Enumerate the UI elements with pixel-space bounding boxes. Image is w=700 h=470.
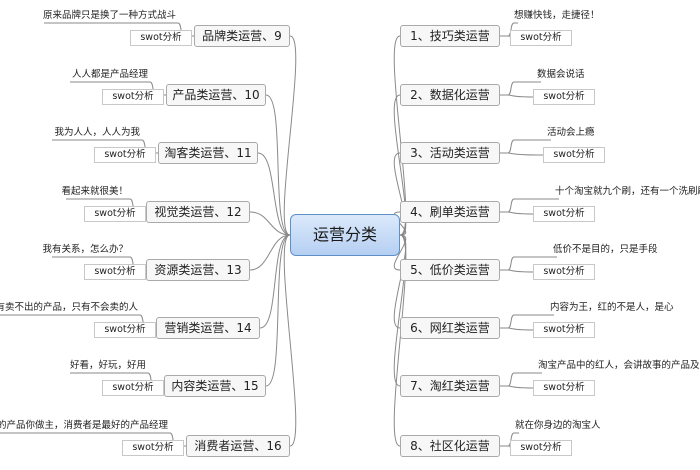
branch-note: 原来品牌只是换了一种方式战斗 xyxy=(42,10,176,21)
branch-node-left[interactable]: 产品类运营、10 xyxy=(166,84,266,106)
connector-line xyxy=(265,234,291,387)
swot-tag[interactable]: swot分析 xyxy=(84,264,146,280)
connector-line xyxy=(249,211,291,236)
swot-tag[interactable]: swot分析 xyxy=(533,89,595,105)
connector-line xyxy=(507,152,544,156)
branch-node-left[interactable]: 内容类运营、15 xyxy=(164,375,266,397)
connector-line xyxy=(393,152,407,236)
center-topic[interactable]: 运营分类 xyxy=(290,214,400,256)
connector-line xyxy=(393,234,407,447)
branch-note: 活动会上瘾 xyxy=(547,127,595,138)
branch-node-right[interactable]: 7、淘红类运营 xyxy=(400,375,500,397)
branch-node-right[interactable]: 5、低价类运营 xyxy=(400,259,500,281)
branch-node-left[interactable]: 品牌类运营、9 xyxy=(194,25,290,47)
swot-tag[interactable]: swot分析 xyxy=(102,380,164,396)
branch-note: 我为人人，人人为我 xyxy=(54,127,140,138)
swot-tag[interactable]: swot分析 xyxy=(510,440,572,456)
swot-tag[interactable]: swot分析 xyxy=(94,322,156,338)
branch-note: 十个淘宝就九个刷，还有一个洗刷刷 xyxy=(555,186,700,197)
swot-tag[interactable]: swot分析 xyxy=(84,206,146,222)
branch-node-left[interactable]: 资源类运营、13 xyxy=(146,259,250,281)
branch-note: 我的产品你做主，消费者是最好的产品经理 xyxy=(0,420,168,431)
branch-note: 低价不是目的，只是手段 xyxy=(553,244,658,255)
branch-node-left[interactable]: 视觉类运营、12 xyxy=(146,201,250,223)
branch-node-left[interactable]: 消费者运营、16 xyxy=(186,435,290,457)
branch-note: 没有卖不出的产品，只有不会卖的人 xyxy=(0,302,138,313)
swot-tag[interactable]: swot分析 xyxy=(130,30,192,46)
swot-tag[interactable]: swot分析 xyxy=(533,380,595,396)
branch-node-right[interactable]: 4、刷单类运营 xyxy=(400,201,500,223)
branch-node-right[interactable]: 1、技巧类运营 xyxy=(400,25,500,47)
branch-note: 看起来就很美！ xyxy=(61,186,128,197)
swot-tag[interactable]: swot分析 xyxy=(543,147,605,163)
branch-note: 数据会说话 xyxy=(537,69,585,80)
swot-tag[interactable]: swot分析 xyxy=(533,264,595,280)
branch-note: 想赚快钱，走捷径！ xyxy=(514,10,600,21)
branch-note: 就在你身边的淘宝人 xyxy=(515,420,601,431)
connector-line xyxy=(265,94,291,236)
branch-note: 我有关系，怎么办？ xyxy=(42,244,128,255)
connector-line xyxy=(507,269,534,273)
swot-tag[interactable]: swot分析 xyxy=(94,147,156,163)
connector-line xyxy=(393,234,407,271)
swot-tag[interactable]: swot分析 xyxy=(510,30,572,46)
connector-line xyxy=(507,385,534,389)
connector-line xyxy=(283,234,297,447)
connector-line xyxy=(507,94,534,98)
swot-tag[interactable]: swot分析 xyxy=(533,206,595,222)
branch-node-right[interactable]: 8、社区化运营 xyxy=(400,435,500,457)
swot-tag[interactable]: swot分析 xyxy=(122,440,184,456)
connector-line xyxy=(507,327,534,331)
connector-line xyxy=(283,35,297,236)
connector-line xyxy=(257,152,291,236)
branch-note: 淘宝产品中的红人，会讲故事的产品及店铺 xyxy=(538,360,700,371)
connector-line xyxy=(393,234,407,387)
branch-node-left[interactable]: 淘客类运营、11 xyxy=(158,142,258,164)
branch-node-right[interactable]: 3、活动类运营 xyxy=(400,142,500,164)
swot-tag[interactable]: swot分析 xyxy=(533,322,595,338)
branch-node-right[interactable]: 6、网红类运营 xyxy=(400,317,500,339)
connector-line xyxy=(259,234,291,329)
connector-line xyxy=(507,211,534,215)
branch-note: 好看，好玩，好用 xyxy=(69,360,146,371)
branch-note: 人人都是产品经理 xyxy=(71,69,148,80)
connector-line xyxy=(249,234,291,271)
swot-tag[interactable]: swot分析 xyxy=(102,89,164,105)
connector-line xyxy=(393,211,407,236)
branch-node-left[interactable]: 营销类运营、14 xyxy=(156,317,260,339)
branch-note: 内容为王，红的不是人，是心 xyxy=(550,302,674,313)
branch-node-right[interactable]: 2、数据化运营 xyxy=(400,84,500,106)
